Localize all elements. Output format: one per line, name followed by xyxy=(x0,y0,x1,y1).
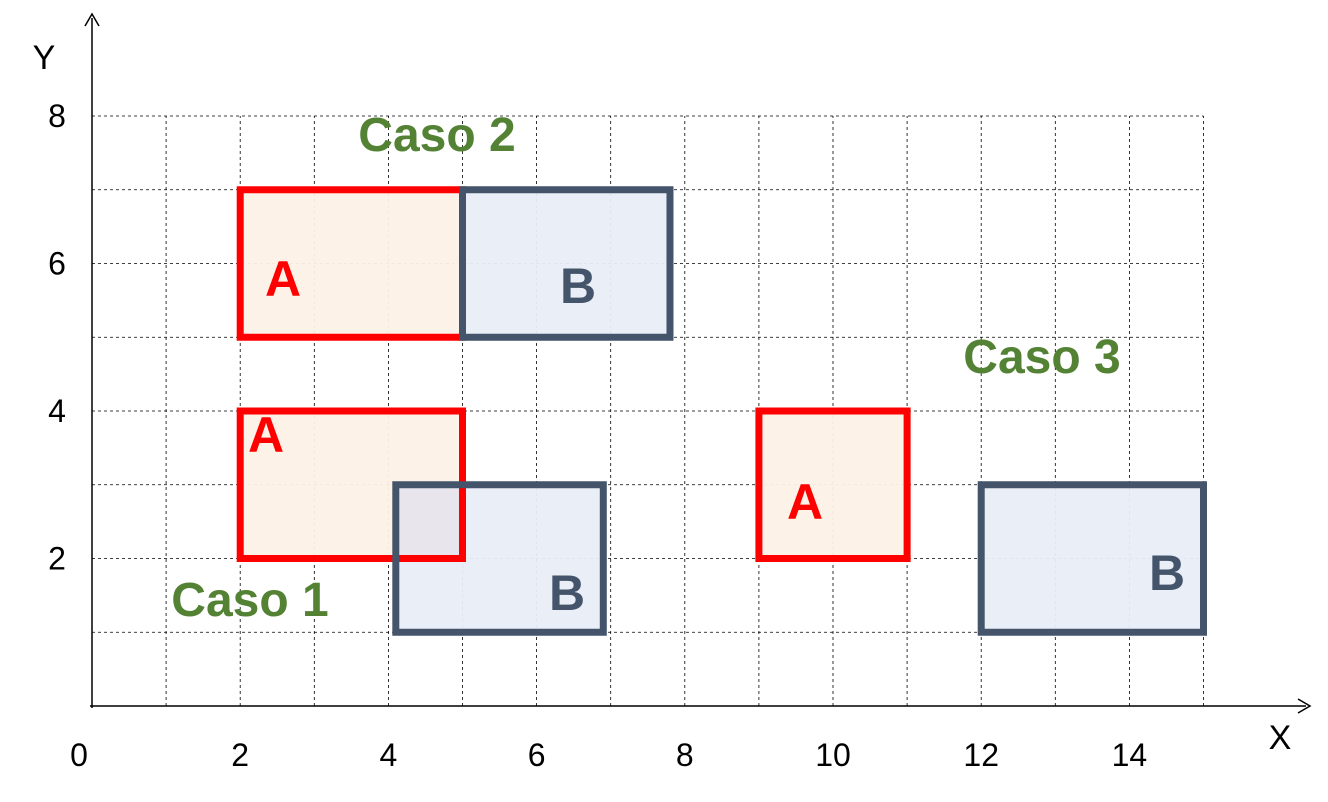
case-2-label-b: B xyxy=(560,258,596,314)
y-tick-label: 4 xyxy=(48,393,66,429)
case-3-rect-a-fill xyxy=(758,411,908,559)
case-3-label: Caso 3 xyxy=(963,331,1120,384)
case-3-rect-b xyxy=(977,481,1208,636)
x-tick-labels: 0 2 4 6 8 10 12 14 xyxy=(70,737,1147,773)
case-3-rect-b-fill xyxy=(981,484,1204,633)
case-1-label: Caso 1 xyxy=(171,574,328,627)
x-tick-label: 14 xyxy=(1112,737,1148,773)
case-3-label-b: B xyxy=(1149,545,1185,601)
y-tick-labels: 2 4 6 8 xyxy=(48,98,66,577)
x-tick-label: 0 xyxy=(70,737,88,773)
x-tick-label: 6 xyxy=(528,737,546,773)
case-3-label-a: A xyxy=(787,474,823,530)
y-axis-arrow-icon xyxy=(84,12,100,27)
x-axis-label: X xyxy=(1269,719,1292,757)
case-2-label: Caso 2 xyxy=(358,109,515,162)
x-tick-label: 8 xyxy=(676,737,694,773)
x-axis-arrow-icon xyxy=(1297,698,1312,714)
case-2-rect-b-fill xyxy=(462,189,670,338)
overlap-region xyxy=(395,484,466,562)
case-2-rect-a-fill xyxy=(240,189,463,338)
case-1-label-a: A xyxy=(248,407,284,463)
case-3-rect-a xyxy=(755,407,911,562)
x-tick-label: 10 xyxy=(815,737,851,773)
y-tick-label: 6 xyxy=(48,246,66,282)
box-labels: A B A B A B xyxy=(248,251,1185,621)
case-1-rect-b xyxy=(392,481,607,636)
x-tick-label: 2 xyxy=(231,737,249,773)
rectangle-fills xyxy=(240,189,1204,633)
case-1-label-b: B xyxy=(549,565,585,621)
rectangle-outlines xyxy=(236,186,1208,636)
y-tick-label: 2 xyxy=(48,541,66,577)
y-tick-label: 8 xyxy=(48,98,66,134)
case-2-label-a: A xyxy=(265,251,301,307)
x-tick-label: 4 xyxy=(380,737,398,773)
case-1-overlap xyxy=(395,484,463,559)
y-axis-label: Y xyxy=(33,39,56,77)
case-2-rect-b xyxy=(459,186,674,341)
x-tick-label: 12 xyxy=(963,737,999,773)
